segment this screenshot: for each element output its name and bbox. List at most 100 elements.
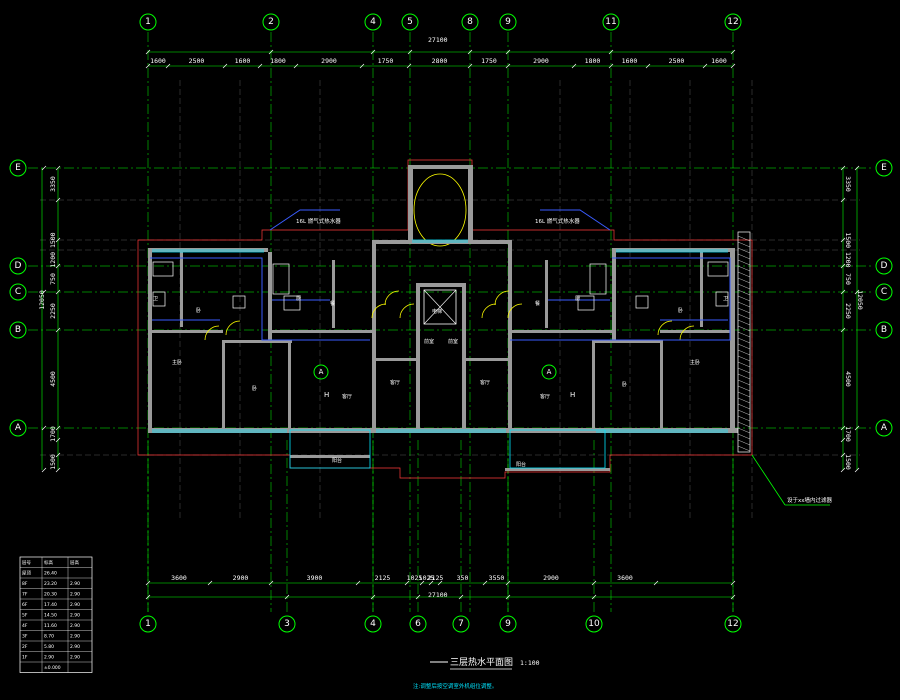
axis-bubble-bottom-label: 4 [370, 619, 376, 629]
dim-right-value: 1500 1200 [844, 232, 852, 267]
dim-bottom-value: 1025 [407, 574, 423, 582]
total-dim-top: 27100 [428, 36, 448, 44]
dim-right-value: 750 [844, 273, 852, 285]
hatch-line [737, 343, 751, 350]
wall-layer [148, 165, 751, 471]
hatch-line [737, 385, 751, 392]
table-cell: 6F [22, 602, 28, 608]
room-label: 前室 [448, 338, 458, 345]
dim-top-value: 1600 [622, 57, 638, 65]
dimension-tick [730, 580, 736, 586]
wall-segment [222, 340, 292, 343]
balcony-right [509, 429, 606, 469]
hatch-line [737, 295, 751, 302]
hot-water-pipe [510, 257, 731, 341]
room-label: 客厅 [342, 393, 352, 400]
hatch-line [737, 289, 751, 296]
dimension-tick [55, 327, 61, 333]
hatch-line [737, 283, 751, 290]
wall-segment [592, 340, 595, 430]
dimension-lines [41, 49, 860, 600]
plumbing-fixture [232, 295, 246, 309]
elevation-mark-right: H [570, 391, 575, 399]
riser-label-left: 16L 燃气式热水器 [296, 217, 341, 225]
axis-bubble-left [9, 419, 27, 437]
axis-bubble-top [364, 13, 382, 31]
hatch-line [737, 427, 751, 434]
dimension-tick [55, 452, 61, 458]
hatch-line [737, 445, 751, 452]
dimension-tick [840, 327, 846, 333]
axis-bubble-top-label: 4 [370, 17, 376, 27]
plumbing-fixture [577, 295, 595, 311]
hatch-line [737, 391, 751, 398]
dim-top-value: 1800 [270, 57, 286, 65]
dimension-tick [840, 452, 846, 458]
dimension-tick [467, 49, 473, 55]
dimension-tick [840, 437, 846, 443]
hatch-line [737, 415, 751, 422]
axis-bubble-right-label: A [881, 423, 888, 433]
hatch-line [737, 331, 751, 338]
room-label: 阳台 [332, 457, 342, 464]
dimension-tick [702, 63, 708, 69]
dimension-tick [854, 467, 860, 473]
dimension-tick [482, 580, 488, 586]
table-cell: 14.50 [44, 613, 57, 619]
hatch-line [737, 355, 751, 362]
door-swing [494, 290, 510, 306]
table-cell: 8.70 [44, 634, 54, 640]
hatch-line [737, 439, 751, 446]
stair-curve [413, 173, 467, 247]
hatch-line [737, 361, 751, 368]
dimension-tick [222, 63, 228, 69]
dimension-tick [505, 49, 511, 55]
axis-bubble-bottom [139, 615, 157, 633]
dimension-tick [404, 580, 410, 586]
dimension-tick [571, 63, 577, 69]
axis-bubble-right [875, 283, 893, 301]
axis-bubble-left-label: A [15, 423, 22, 433]
dim-left-value: 1700 [49, 426, 57, 442]
axis-bubble-top [602, 13, 620, 31]
wall-segment [505, 468, 610, 471]
table-cell: 2.90 [70, 655, 80, 661]
external-hatch [737, 231, 751, 453]
axis-bubble-top-label: 2 [268, 17, 274, 27]
room-label: 卧 [622, 381, 627, 388]
wall-segment [408, 165, 413, 240]
dimension-tick [41, 289, 47, 295]
table-cell: ±0.000 [44, 665, 61, 671]
door-swing [481, 303, 497, 319]
dimension-tick [145, 49, 151, 55]
dimension-tick [854, 165, 860, 171]
axis-bubble-top [461, 13, 479, 31]
dimension-tick [645, 63, 651, 69]
wall-segment [592, 340, 662, 343]
dim-bottom-value: 350 [457, 574, 469, 582]
dimension-tick [268, 49, 274, 55]
axis-bubble-bottom-label: 3 [284, 619, 290, 629]
hatch-line [737, 247, 751, 254]
dimension-tick [55, 263, 61, 269]
axis-bubble-left-label: D [15, 261, 22, 271]
table-cell: 11.60 [44, 623, 57, 629]
table-cell: 4F [22, 623, 28, 629]
room-label: 客厅 [390, 379, 400, 386]
room-label: 主卧 [690, 359, 700, 366]
door-swing [225, 320, 241, 336]
dim-bottom-value: 2125 [428, 574, 444, 582]
wall-segment [700, 252, 703, 327]
table-cell: 标高 [44, 559, 53, 566]
dim-right-value: 3350 [844, 176, 852, 192]
elevator-cross [423, 289, 457, 325]
wall-segment [372, 240, 376, 430]
hatch-line [737, 373, 751, 380]
axis-bubble-right-label: E [881, 163, 887, 173]
dimension-tick [284, 594, 290, 600]
dim-top-value: 1600 [150, 57, 166, 65]
axis-bubble-right [875, 419, 893, 437]
axis-bubble-left-label: E [15, 163, 21, 173]
dim-left-value: 4500 [49, 371, 57, 387]
